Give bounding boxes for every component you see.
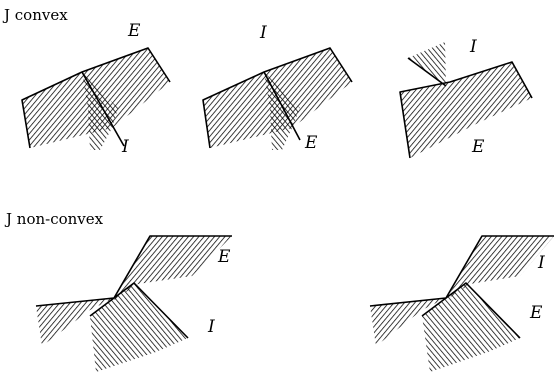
label-c3-top: I bbox=[469, 37, 477, 57]
region-small bbox=[408, 42, 446, 86]
boundary-edge bbox=[89, 282, 189, 339]
boundary-edge bbox=[421, 282, 521, 339]
boundary-edge bbox=[369, 235, 554, 307]
boundary-edge bbox=[407, 57, 447, 87]
boundary-edge bbox=[35, 235, 232, 307]
region-lower bbox=[90, 283, 188, 372]
section-title-convex: J convex bbox=[2, 6, 68, 24]
boundary-edge bbox=[263, 71, 301, 141]
label-c3-bottom: E bbox=[471, 137, 485, 157]
section-title-nonconvex: J non-convex bbox=[4, 210, 104, 228]
label-n2-right-top: I bbox=[537, 253, 545, 273]
boundary-edge bbox=[399, 61, 533, 159]
label-n1-right-top: E bbox=[217, 247, 231, 267]
nonconvex-figure-2: I E bbox=[369, 235, 554, 372]
region-small bbox=[264, 72, 300, 150]
label-c1-top: E bbox=[127, 21, 141, 41]
region-lower bbox=[422, 283, 520, 372]
label-c1-bottom: I bbox=[121, 137, 129, 157]
region-left bbox=[36, 298, 114, 346]
region-left bbox=[370, 298, 446, 346]
label-c2-bottom: E bbox=[304, 133, 318, 153]
boundary-edge bbox=[81, 71, 125, 147]
label-n1-right-bottom: I bbox=[207, 317, 215, 337]
region-small bbox=[82, 72, 118, 150]
convex-figure-3: I E bbox=[399, 37, 533, 159]
convex-figure-1: E I bbox=[21, 21, 171, 157]
region-upper bbox=[114, 236, 232, 300]
convex-figure-2: I E bbox=[202, 23, 353, 153]
label-n2-right-bottom: E bbox=[529, 303, 543, 323]
label-c2-top: I bbox=[259, 23, 267, 43]
nonconvex-figure-1: E I bbox=[35, 235, 232, 372]
